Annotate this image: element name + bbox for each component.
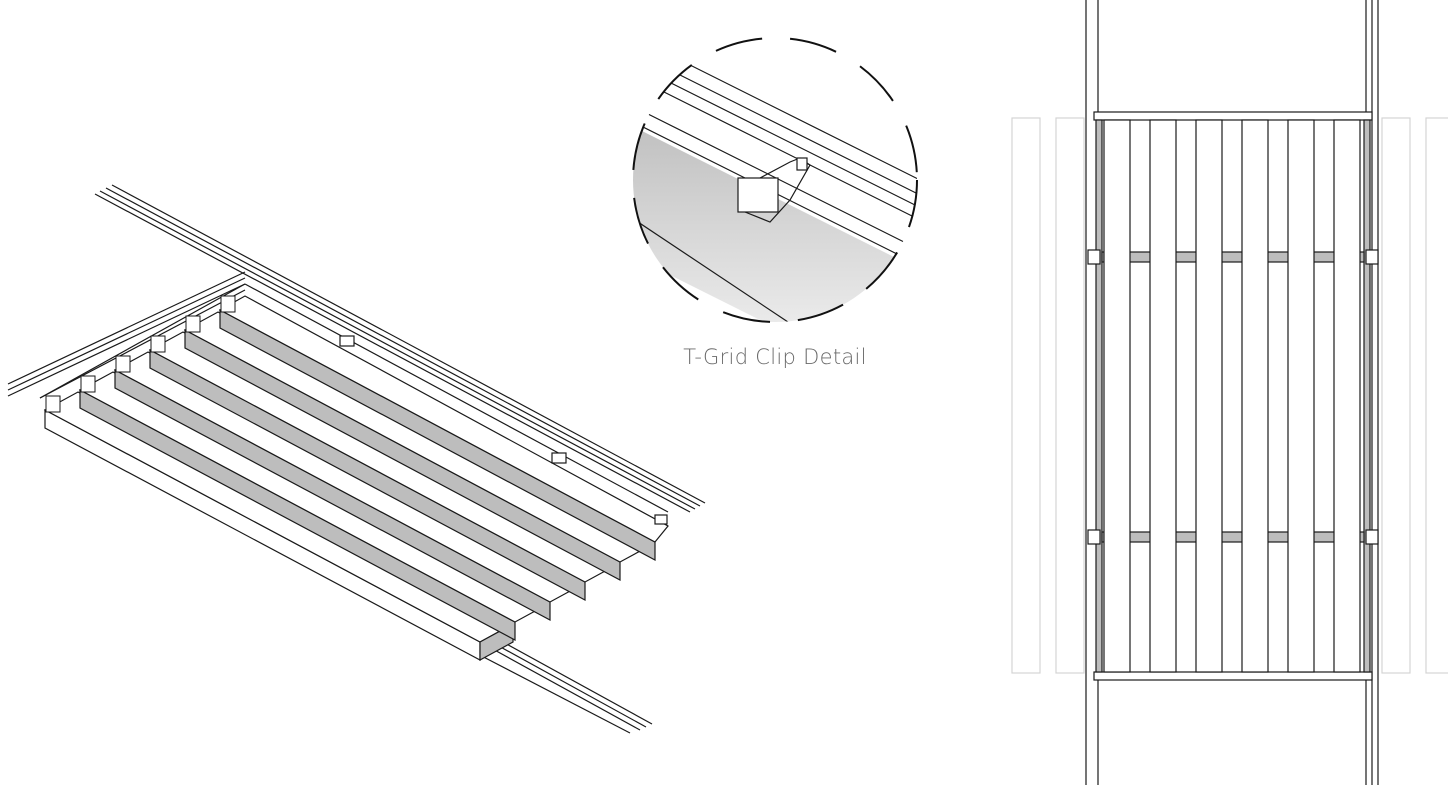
plan-carriers bbox=[1101, 251, 1365, 543]
isometric-baffle bbox=[43, 391, 515, 662]
baffle-end-profiles bbox=[45, 295, 236, 413]
clip-detail-callout bbox=[632, 37, 918, 323]
cross-t-grid-rail bbox=[7, 271, 246, 399]
isometric-view bbox=[7, 184, 706, 734]
plan-baffle bbox=[1333, 119, 1361, 673]
adjacent-panels bbox=[1011, 117, 1448, 674]
plan-baffle bbox=[1287, 119, 1315, 673]
plan-clips bbox=[1087, 249, 1379, 545]
detail-caption: T-Grid Clip Detail bbox=[683, 345, 867, 369]
plan-baffle bbox=[1103, 119, 1131, 673]
plan-baffle bbox=[1149, 119, 1177, 673]
isometric-baffle bbox=[218, 295, 669, 561]
clip-detail-bracket bbox=[737, 157, 811, 223]
lower-t-grid-rail bbox=[469, 635, 653, 734]
plan-frame bbox=[1093, 111, 1373, 681]
isometric-baffle bbox=[78, 371, 550, 641]
plan-view bbox=[1011, 0, 1448, 785]
plan-baffles bbox=[1103, 119, 1361, 673]
plan-baffle bbox=[1195, 119, 1223, 673]
plan-baffle bbox=[1241, 119, 1269, 673]
t-grid-clips bbox=[339, 335, 668, 525]
isometric-baffles bbox=[43, 295, 669, 662]
detail-circle-outline bbox=[632, 37, 918, 323]
upper-t-grid-rail bbox=[94, 184, 706, 513]
